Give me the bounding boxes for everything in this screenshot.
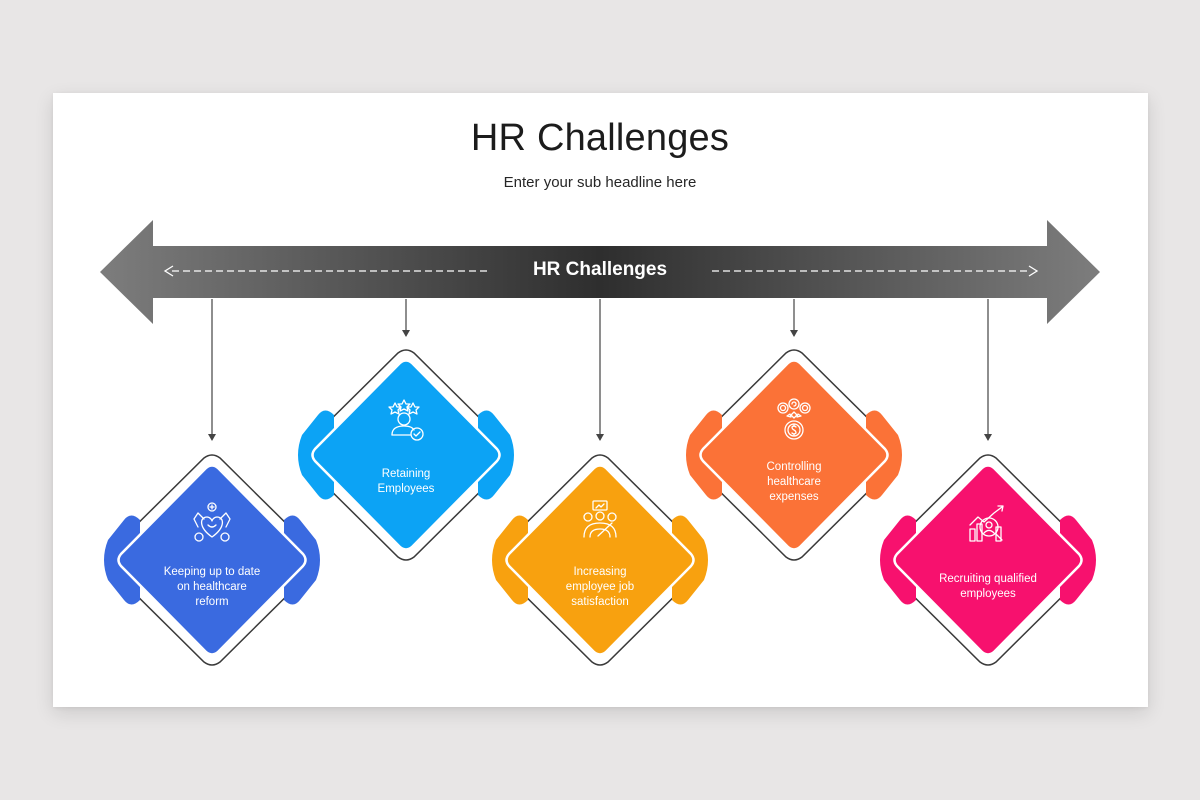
challenge-card-2-line-2: Employees	[377, 483, 435, 495]
challenge-card-3[interactable]	[492, 454, 708, 666]
challenge-card-4-label: Controlling healthcare expenses	[729, 460, 859, 505]
challenge-card-1-line-1: Keeping up to date	[163, 566, 261, 578]
cost-control-icon	[777, 398, 811, 440]
challenge-card-4-line-1: Controlling	[766, 461, 822, 473]
dashed-right-arrow-icon	[712, 265, 1039, 277]
page-title: HR Challenges	[470, 117, 730, 159]
arrow-banner-label: HR Challenges	[532, 259, 668, 280]
challenge-card-1[interactable]	[104, 454, 320, 666]
challenge-card-3-line-2: employee job	[565, 581, 635, 593]
recruitment-search-icon	[969, 505, 1004, 542]
challenge-card-2-label: Retaining Employees	[341, 467, 471, 497]
challenge-card-1-label: Keeping up to date on healthcare reform	[147, 565, 277, 610]
page-subtitle: Enter your sub headline here	[503, 174, 697, 191]
dashed-left-arrow-icon	[163, 265, 490, 277]
challenge-card-3-line-1: Increasing	[573, 566, 627, 578]
challenge-card-1-line-2: on healthcare	[177, 581, 247, 593]
challenge-card-3-line-3: satisfaction	[571, 596, 629, 608]
challenge-card-5[interactable]	[880, 454, 1096, 666]
challenge-card-2-line-1: Retaining	[381, 468, 431, 480]
challenge-card-4-line-2: healthcare	[767, 476, 821, 488]
challenge-card-1-line-3: reform	[195, 596, 229, 608]
challenge-card-5-label: Recruiting qualified employees	[923, 572, 1053, 602]
satisfaction-meter-icon	[583, 500, 617, 538]
employee-rating-icon	[388, 399, 424, 441]
double-arrow-banner	[100, 220, 1100, 324]
challenge-card-2[interactable]	[298, 349, 514, 561]
challenge-card-5-line-1: Recruiting qualified	[939, 573, 1037, 585]
connector-lines	[208, 299, 992, 441]
challenge-card-5-line-2: employees	[960, 588, 1016, 600]
challenge-card-3-label: Increasing employee job satisfaction	[535, 565, 665, 610]
challenge-card-4[interactable]	[686, 349, 902, 561]
challenge-card-4-line-3: expenses	[769, 491, 819, 503]
heart-health-icon	[193, 502, 231, 542]
